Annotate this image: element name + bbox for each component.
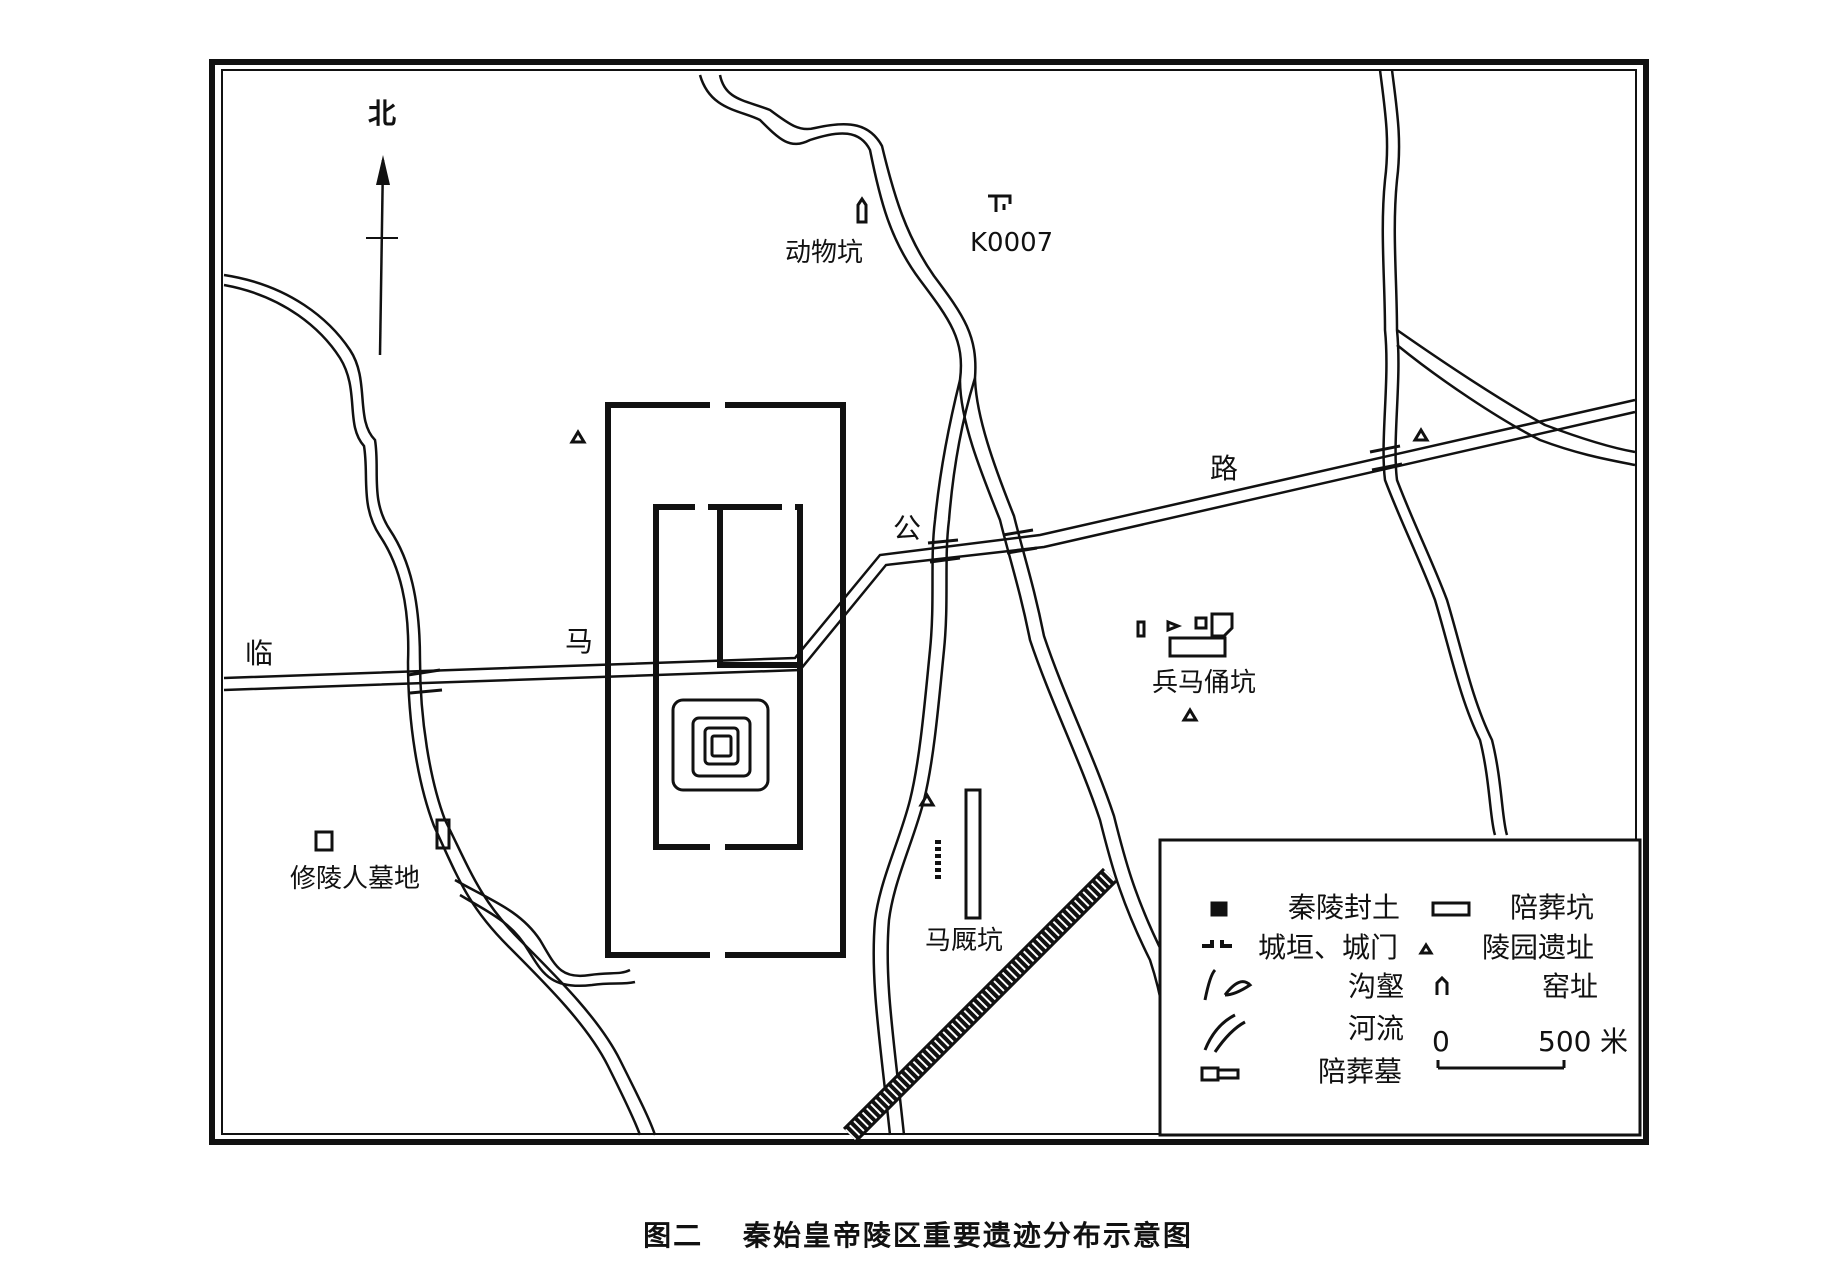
label-stable-pit: 马厩坑 xyxy=(925,926,1004,956)
figure-caption: 图二 秦始皇帝陵区重要遗迹分布示意图 xyxy=(0,1214,1836,1254)
bridge-markers xyxy=(407,444,1403,695)
tomb-icon xyxy=(314,818,451,852)
stable-pit-icon xyxy=(935,788,982,920)
caption-title: 秦始皇帝陵区重要遗迹分布示意图 xyxy=(742,1219,1193,1252)
legend-symbols xyxy=(1200,901,1566,1082)
label-laborer-cemetery: 修陵人墓地 xyxy=(290,864,421,894)
legend-label-wall-gate: 城垣、城门 xyxy=(1258,931,1399,964)
legend-label-river: 河流 xyxy=(1348,1012,1405,1045)
road-char-lu: 路 xyxy=(1210,452,1239,485)
kiln-icon xyxy=(856,196,868,224)
label-terracotta-pits: 兵马俑坑 xyxy=(1152,668,1257,698)
railway xyxy=(842,867,1118,1143)
road-char-ma: 马 xyxy=(565,625,594,658)
scale-unit: 米 xyxy=(1600,1025,1629,1058)
legend-label-mound: 秦陵封土 xyxy=(1288,891,1401,924)
label-animal-pit: 动物坑 xyxy=(785,238,864,268)
legend-label-site: 陵园遗址 xyxy=(1482,931,1595,964)
legend-box xyxy=(1158,838,1642,1137)
outer-wall xyxy=(605,402,846,958)
legend-label-pit: 陪葬坑 xyxy=(1510,891,1595,924)
legend-label-ditch: 沟壑 xyxy=(1348,970,1405,1003)
inner-wall xyxy=(653,504,803,850)
mound-icon xyxy=(671,698,770,792)
north-arrow-icon xyxy=(366,155,398,356)
scale-end: 500 xyxy=(1538,1025,1592,1058)
k0007-symbol xyxy=(988,194,1012,212)
road-char-lin: 临 xyxy=(245,637,274,670)
caption-number: 图二 xyxy=(643,1219,704,1252)
terracotta-pits-icon xyxy=(1136,612,1234,658)
legend-label-tomb: 陪葬墓 xyxy=(1318,1055,1403,1088)
triangle-icon xyxy=(569,427,1430,807)
map-frame-outer xyxy=(209,59,1649,1145)
label-k0007: K0007 xyxy=(970,228,1054,258)
scale-start: 0 xyxy=(1432,1025,1450,1058)
road-char-gong: 公 xyxy=(893,512,922,545)
north-label: 北 xyxy=(368,97,397,130)
legend-label-kiln: 窑址 xyxy=(1542,970,1599,1003)
map-frame-inner xyxy=(221,69,1637,1135)
rivers xyxy=(223,69,1636,1136)
